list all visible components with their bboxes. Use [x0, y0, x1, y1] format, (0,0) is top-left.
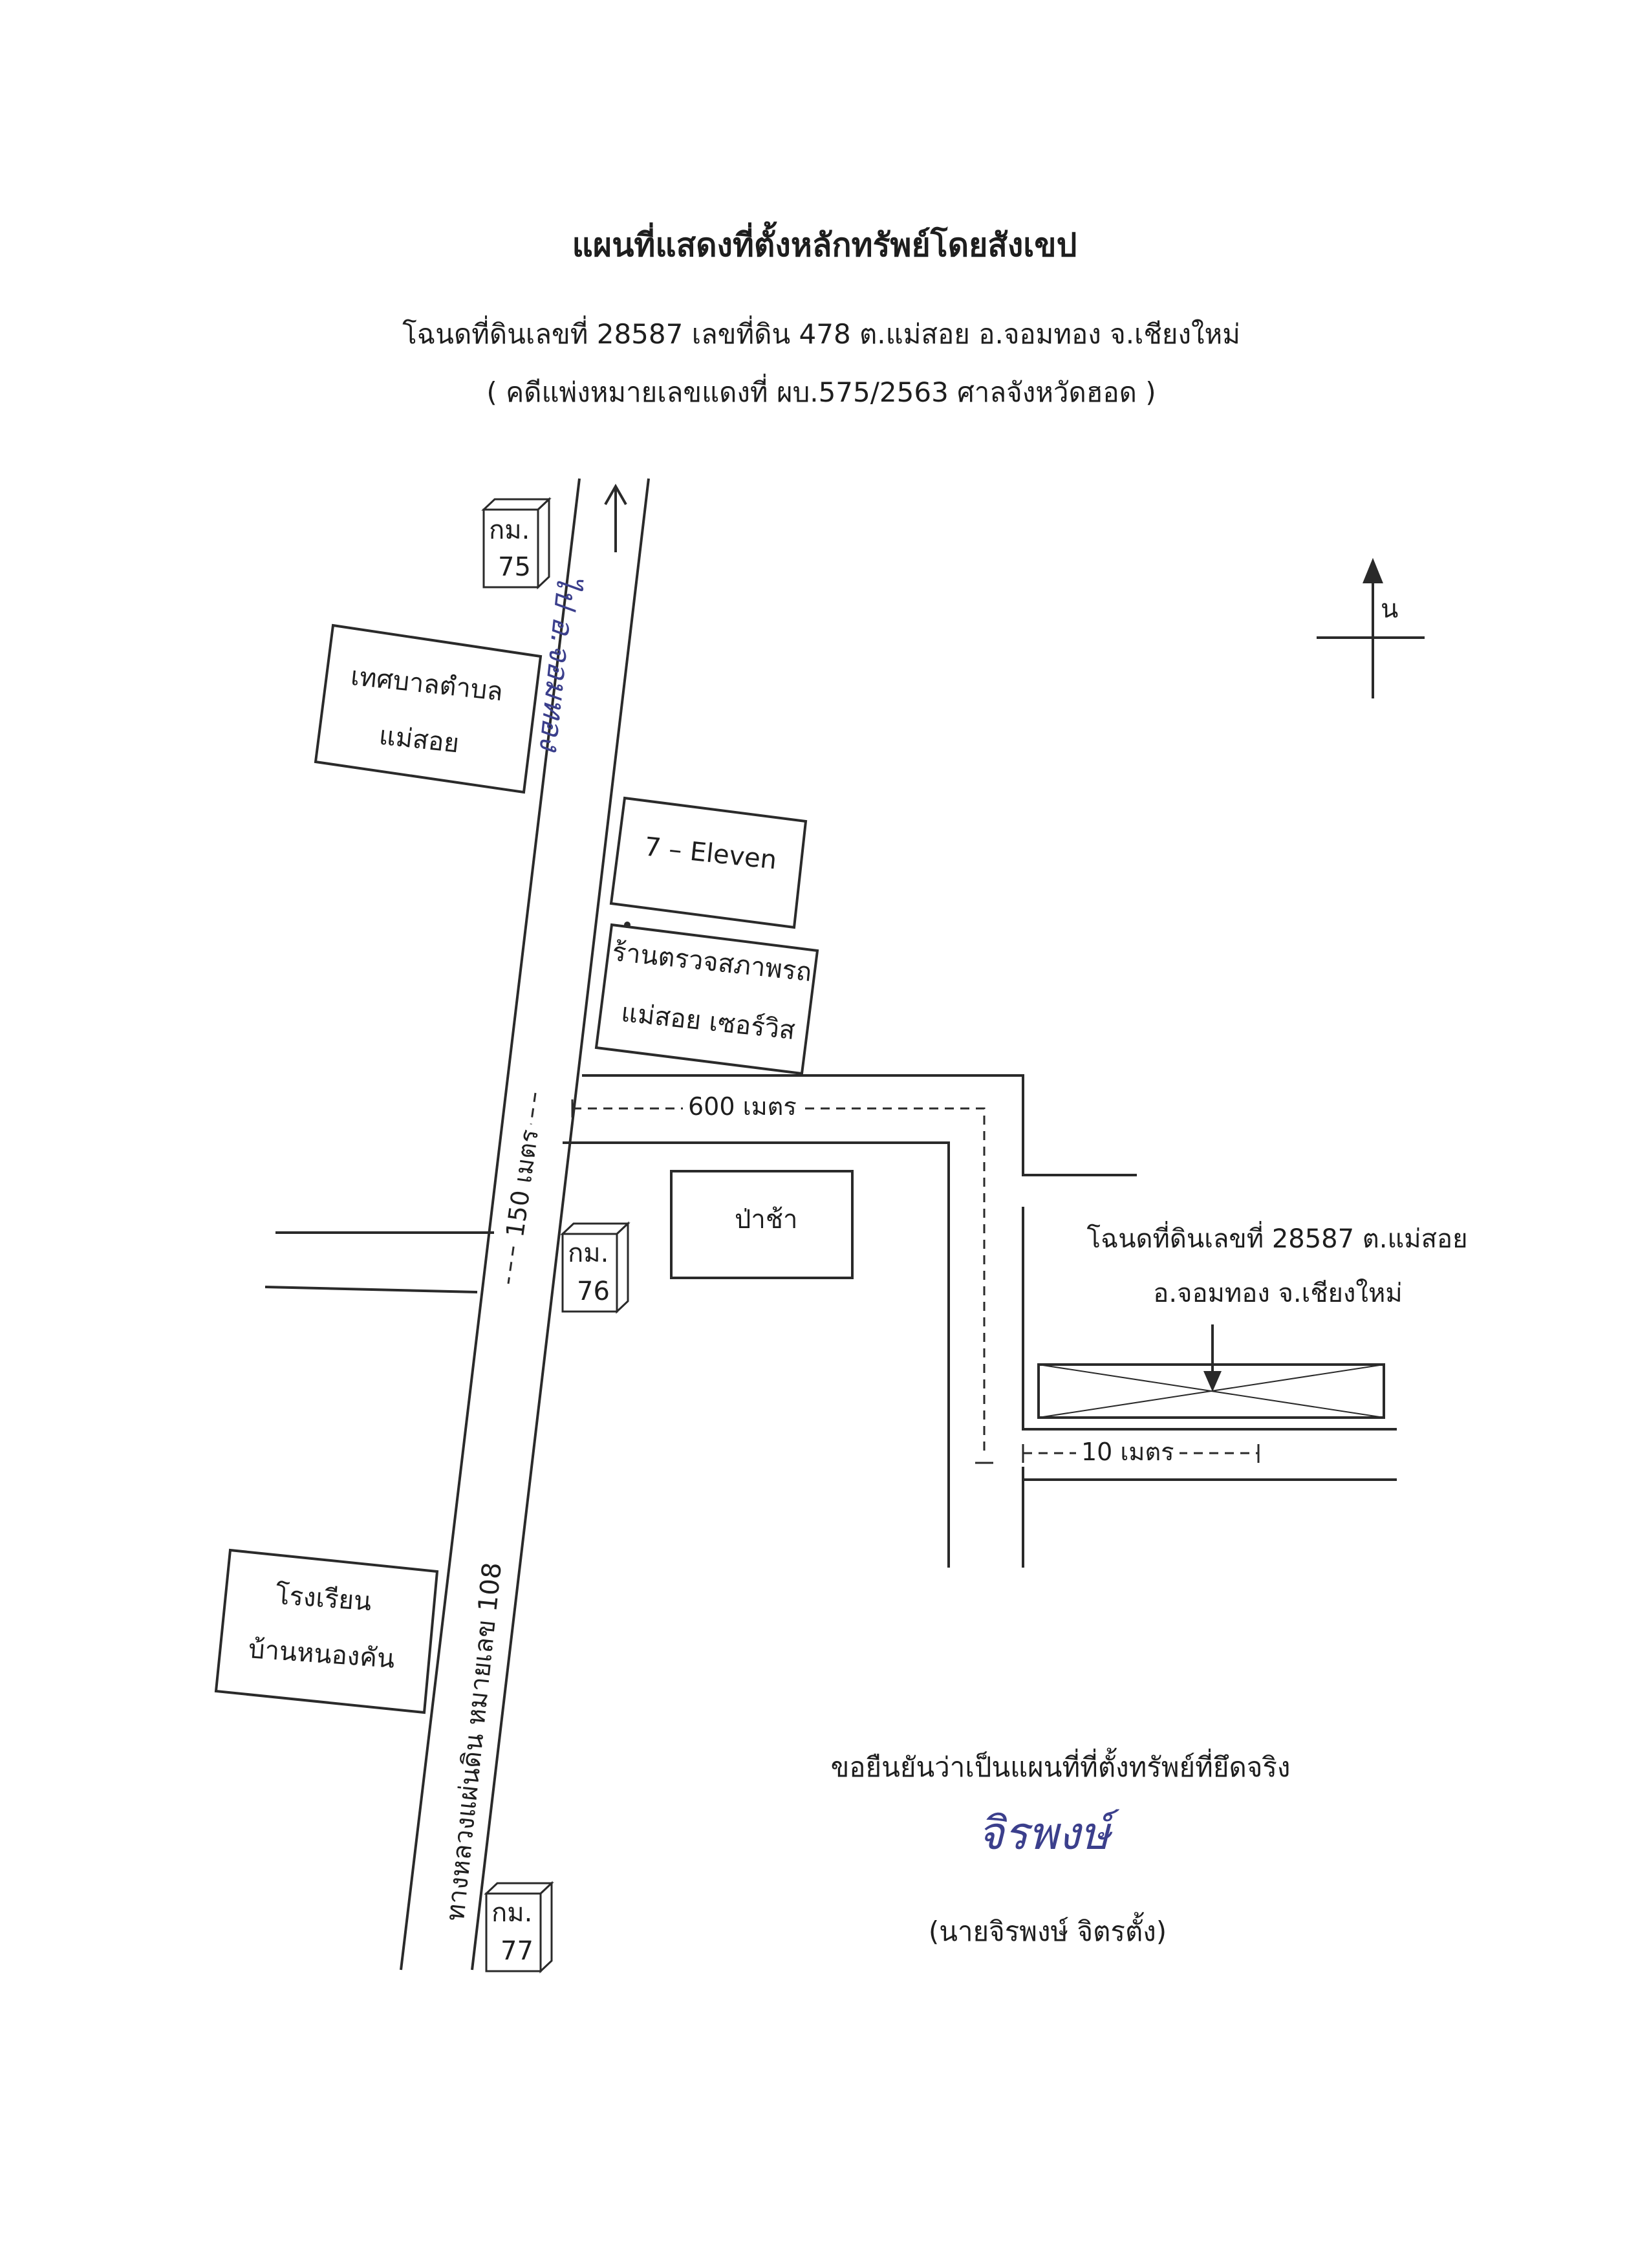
- property-label-line2: อ.จอมทอง จ.เชียงใหม่: [1153, 1279, 1403, 1308]
- municipality-label-line2: แม่สอย: [377, 720, 461, 759]
- municipality-box: [314, 623, 543, 794]
- west-road-bottom: [264, 1286, 478, 1293]
- certification-statement: ขอยืนยันว่าเป็นแผนที่ที่ตั้งทรัพย์ที่ยึด…: [830, 1751, 1291, 1783]
- school-box: [214, 1548, 439, 1714]
- km-post-77-top: กม.: [491, 1898, 533, 1928]
- cemetery-label: ป่าช้า: [735, 1205, 798, 1235]
- signer-name: (นายจิรพงษ์ จิตรตั้ง): [928, 1916, 1167, 1947]
- highway-edge-right: [471, 478, 650, 1971]
- km-post-75-top: กม.: [489, 515, 530, 545]
- parcel-cross-2: [1038, 1364, 1385, 1418]
- km-post-75-number: 75: [498, 552, 531, 582]
- access-road-upper: [1022, 1207, 1397, 1431]
- access-road-lower: [1022, 1478, 1397, 1568]
- school-label-line1: โรงเรียน: [274, 1580, 372, 1617]
- page-title: แผนที่แสดงที่ตั้งหลักทรัพย์โดยสังเขป: [572, 226, 1077, 264]
- east-road-lower: [563, 1141, 950, 1568]
- km-post-77: [484, 1881, 554, 1974]
- km-post-76: [560, 1221, 630, 1314]
- deed-subtitle: โฉนดที่ดินเลขที่ 28587 เลขที่ดิน 478 ต.แ…: [402, 318, 1240, 350]
- distance-600-guide: [572, 1107, 986, 1456]
- signature: จิรพงษ์: [977, 1807, 1110, 1860]
- property-label-line1: โฉนดที่ดินเลขที่ 28587 ต.แม่สอย: [1086, 1224, 1468, 1254]
- seven-eleven-box: [609, 796, 808, 929]
- km-post-77-number: 77: [501, 1936, 534, 1966]
- km-post-76-number: 76: [577, 1277, 610, 1306]
- km-post-76-top: กม.: [568, 1238, 609, 1268]
- distance-10-label: 10 เมตร: [1076, 1440, 1180, 1464]
- east-road-upper: [582, 1074, 1137, 1176]
- inspection-box: [594, 923, 819, 1075]
- inspection-dot: [624, 922, 630, 928]
- parcel-pointer-head: [1203, 1371, 1222, 1392]
- cemetery-box: [670, 1170, 854, 1279]
- distance-600-label: 600 เมตร: [683, 1094, 802, 1119]
- highway-edge-left: [400, 478, 581, 1971]
- north-arrow-head: [1363, 557, 1383, 583]
- up-arrow-head: [604, 483, 627, 505]
- case-subtitle: ( คดีแพ่งหมายเลขแดงที่ ผบ.575/2563 ศาลจั…: [486, 376, 1156, 408]
- km-post-75: [481, 497, 552, 590]
- north-label: น: [1381, 594, 1399, 624]
